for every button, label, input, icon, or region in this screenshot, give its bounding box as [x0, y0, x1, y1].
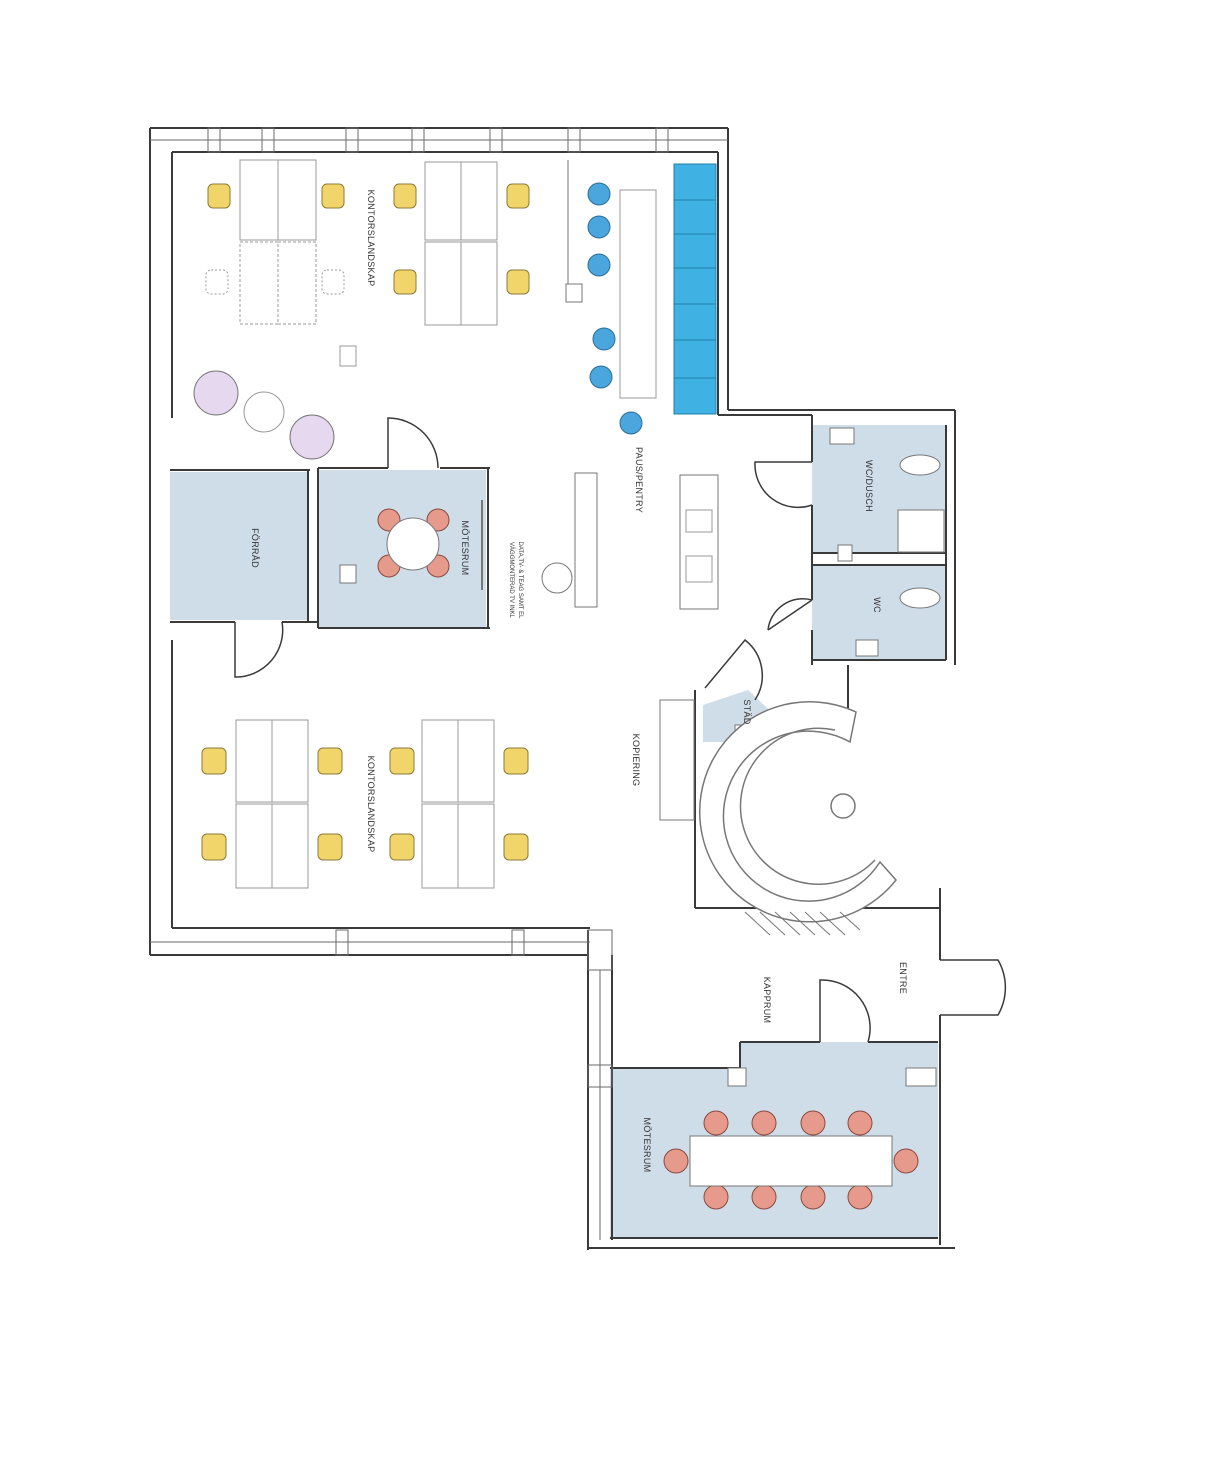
door-entrance — [940, 959, 1007, 1016]
label-tv-note-2: DATA,TV- & TEAG SAMT EL — [517, 542, 523, 620]
spiral-staircase — [699, 701, 897, 923]
label-copying: KOPIERING — [631, 734, 641, 787]
label-meeting-small: MÖTESRUM — [460, 521, 470, 576]
bar-stool — [587, 215, 611, 239]
sofa — [673, 163, 717, 415]
label-entrance: ENTRE — [898, 962, 908, 994]
meeting-small-furniture — [339, 500, 483, 590]
room-labels: KONTORSLANDSKAP KONTORSLANDSKAP PAUS/PEN… — [250, 190, 908, 1173]
wc-fill — [812, 565, 946, 660]
bar-stool — [619, 411, 643, 435]
label-office-top: KONTORSLANDSKAP — [366, 190, 376, 287]
wc-fixtures — [829, 427, 945, 657]
label-cleaning: STÄD — [742, 699, 752, 724]
pantry-counter — [619, 189, 657, 399]
pantry — [541, 160, 719, 610]
label-meeting-large: MÖTESRUM — [642, 1118, 652, 1173]
copy-counter — [659, 699, 695, 821]
door-wc — [767, 598, 813, 631]
label-wc-shower: WC/DUSCH — [864, 460, 874, 512]
meeting-table-round — [386, 517, 440, 571]
pantry-table — [541, 562, 573, 594]
door-storage — [234, 621, 284, 678]
label-wc: WC — [872, 597, 882, 613]
meeting-large-furniture — [663, 1067, 937, 1210]
bar-stool — [587, 253, 611, 277]
lounge — [193, 370, 335, 460]
label-office-bottom: KONTORSLANDSKAP — [366, 756, 376, 853]
lounge-chair — [193, 370, 239, 416]
door-cleaning — [704, 638, 763, 701]
bar-stool — [589, 365, 613, 389]
bar-stool — [592, 327, 616, 351]
storage-room-fill — [170, 472, 308, 620]
kitchen-unit — [679, 474, 719, 610]
label-cloakroom: KAPPRUM — [762, 977, 772, 1024]
doors — [234, 417, 1007, 1043]
lounge-table — [243, 391, 285, 433]
desks-lower — [235, 719, 495, 889]
label-storage: FÖRRÅD — [250, 528, 260, 568]
cloakroom-rods — [744, 911, 861, 936]
bar-stool — [587, 182, 611, 206]
office-chairs-dashed — [205, 269, 345, 295]
pantry-bench — [574, 472, 598, 608]
label-pantry: PAUS/PENTRY — [634, 447, 644, 513]
window-mullions — [150, 127, 728, 1240]
desks-upper — [239, 159, 498, 367]
lounge-chair — [289, 414, 335, 460]
door-meeting-small — [387, 417, 439, 469]
label-tv-note-1: VÄGGMONTERAD TV INKL — [508, 542, 515, 619]
door-cloakroom — [819, 979, 871, 1043]
door-wc-shower — [754, 461, 813, 509]
meeting-table-long — [689, 1135, 893, 1187]
office-chairs — [201, 183, 530, 861]
